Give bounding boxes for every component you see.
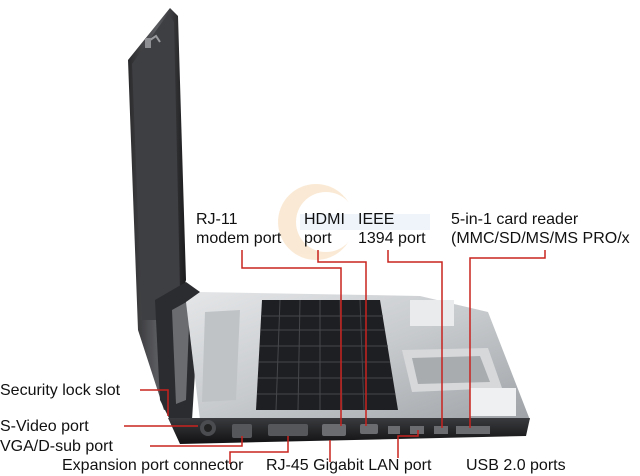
callout-line-security — [140, 389, 169, 416]
label-security-lock: Security lock slot — [0, 382, 121, 399]
label-svideo: S-Video port — [0, 418, 89, 435]
label-card-reader: 5-in-1 card reader (MMC/SD/MS/MS PRO/x — [451, 210, 640, 248]
label-rj11-line2: modem port — [196, 230, 282, 247]
label-card-reader-line2: (MMC/SD/MS/MS PRO/x — [451, 230, 630, 247]
watermark-logo — [278, 184, 430, 260]
label-ieee1394-line1: IEEE — [358, 211, 395, 228]
callout-line-hdmi — [317, 250, 367, 426]
label-rj11: RJ-11 modem port — [196, 210, 281, 248]
label-ieee1394-line2: 1394 port — [358, 230, 426, 247]
laptop-base — [186, 292, 530, 420]
label-rj45: RJ-45 Gigabit LAN port — [266, 457, 432, 474]
label-usb: USB 2.0 ports — [466, 457, 566, 474]
callout-line-ieee — [387, 250, 443, 428]
callout-line-cardreader — [469, 250, 546, 428]
label-card-reader-line1: 5-in-1 card reader — [451, 211, 579, 228]
callout-lines — [124, 250, 546, 464]
label-expansion: Expansion port connector — [62, 457, 244, 474]
label-vga: VGA/D-sub port — [0, 438, 113, 455]
label-rj11-line1: RJ-11 — [196, 211, 238, 228]
callout-line-rj11 — [241, 250, 342, 426]
label-hdmi: HDMI port — [304, 210, 345, 248]
callout-line-expansion — [229, 436, 289, 464]
callout-line-vga — [150, 436, 243, 447]
callout-line-usb — [397, 430, 419, 458]
label-ieee1394: IEEE 1394 port — [358, 210, 426, 248]
label-hdmi-line2: port — [304, 230, 332, 247]
laptop-side-edge — [168, 418, 530, 444]
label-hdmi-line1: HDMI — [304, 211, 345, 228]
